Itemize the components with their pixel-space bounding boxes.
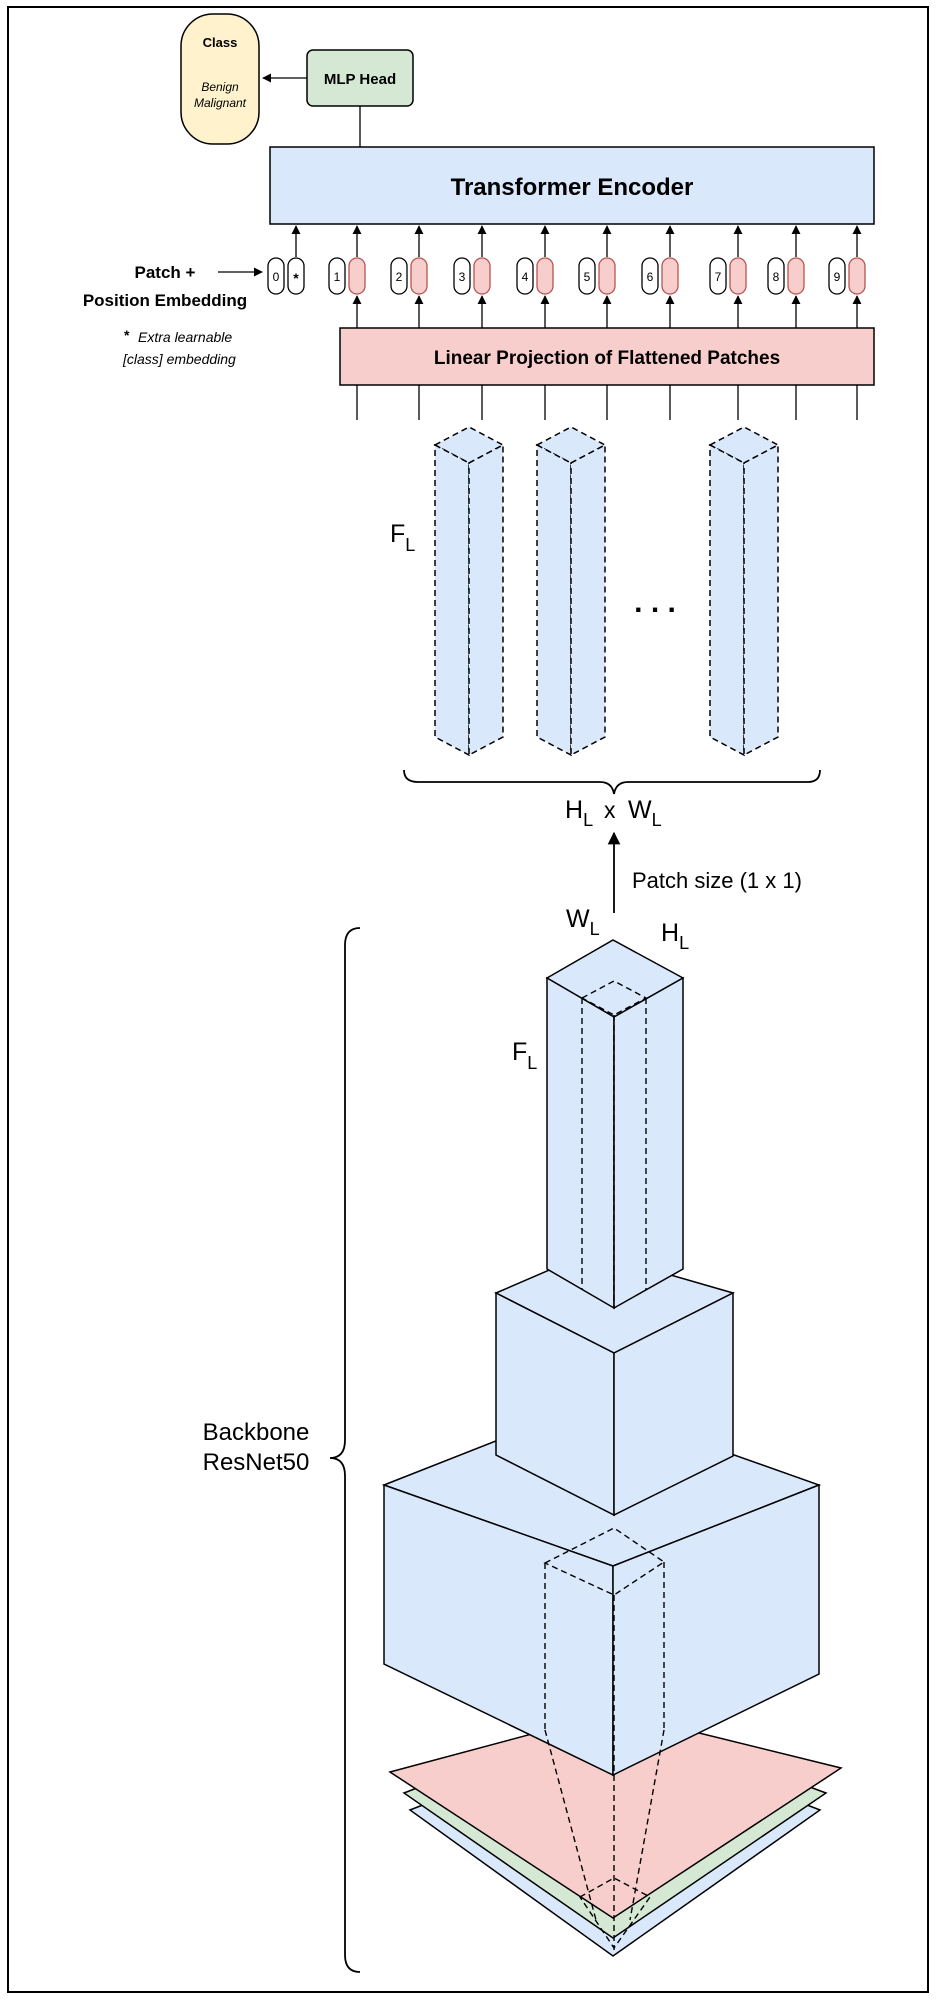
token-position-number: 2 [396,270,403,284]
patch-embedding-pill [598,257,616,295]
embedding-token-3: 3 [453,225,491,328]
embedding-token-8: 8 [767,225,805,328]
class-malignant: Malignant [194,96,247,110]
backbone-receptive-field [543,1527,666,1950]
columns-brace [403,769,821,795]
extra-note-line2: [class] embedding [122,351,236,367]
mlp-head-label: MLP Head [324,71,396,88]
token-position-pill [641,257,659,295]
backbone-brace [329,927,361,1973]
patch-embedding-line2: Position Embedding [83,291,247,310]
linear-projection-label: Linear Projection of Flattened Patches [434,348,780,369]
class-title: Class [203,35,238,50]
token-position-number: 1 [334,270,341,284]
svg-text:x: x [604,797,616,823]
hl-x-wl-label: HL x WL [565,796,662,830]
svg-text:HL: HL [565,796,593,830]
feature-column-2 [535,426,607,757]
embedding-token-6: 6 [641,225,679,328]
patch-embedding-pill [410,257,428,295]
token-position-pill [767,257,785,295]
patch-size-label: Patch size (1 x 1) [632,868,802,893]
embedding-token-2: 2 [390,225,428,328]
transformer-encoder-label: Transformer Encoder [451,174,694,201]
patch-embedding-pill [848,257,866,295]
backbone-label-line1: Backbone [203,1419,310,1446]
outer-frame [7,6,929,1993]
backbone-label-line2: ResNet50 [203,1449,310,1476]
patch-embedding-pill [661,257,679,295]
token-position-number: 6 [647,270,654,284]
backbone-inner-patch [580,980,648,1308]
token-position-pill [453,257,471,295]
class-box: Class Benign Malignant [180,13,260,145]
patch-embedding-pill [536,257,554,295]
token-position-number: 3 [459,270,466,284]
embedding-token-4: 4 [516,225,554,328]
token-position-pill [390,257,408,295]
token-position-pill [328,257,346,295]
embedding-token-5: 5 [578,225,616,328]
token-position-number: 9 [834,270,841,284]
embedding-token-9: 9 [828,225,866,328]
patch-embedding-pill [729,257,747,295]
backbone-block-top [545,939,685,1310]
projection-input-lines [356,385,858,420]
patch-embedding-pill [473,257,491,295]
token-position-pill [578,257,596,295]
token-position-pill [516,257,534,295]
embedding-token-7: 7 [709,225,747,328]
linear-projection-box: Linear Projection of Flattened Patches [339,327,875,386]
class-token-star: * [293,270,299,286]
feature-column-1 [433,426,505,757]
backbone-width-label: WL [566,905,600,939]
columns-ellipsis: . . . [634,586,676,619]
extra-note-star: * [124,327,130,343]
patch-embedding-pill [348,257,366,295]
class-benign: Benign [201,80,239,94]
token-position-number: 0 [273,270,280,284]
token-position-number: 4 [522,270,529,284]
embedding-token-1: 1 [328,225,366,328]
class-token-pill [287,257,305,295]
token-position-number: 7 [715,270,722,284]
embedding-token-0: 0* [267,225,305,295]
token-position-pill [267,257,285,295]
feature-column-3 [708,426,780,757]
token-position-number: 8 [773,270,780,284]
feature-depth-label-top: FL [390,520,415,555]
mlp-head-box: MLP Head [306,49,414,107]
token-position-pill [828,257,846,295]
extra-note-line1: Extra learnable [138,329,232,345]
transformer-encoder-box: Transformer Encoder [269,146,875,225]
patch-embedding-pill [787,257,805,295]
token-position-number: 5 [584,270,591,284]
backbone-depth-label: FL [512,1038,537,1073]
backbone-height-label: HL [661,919,689,953]
patch-embedding-line1: Patch + [135,263,196,282]
svg-text:WL: WL [628,796,662,830]
token-position-pill [709,257,727,295]
